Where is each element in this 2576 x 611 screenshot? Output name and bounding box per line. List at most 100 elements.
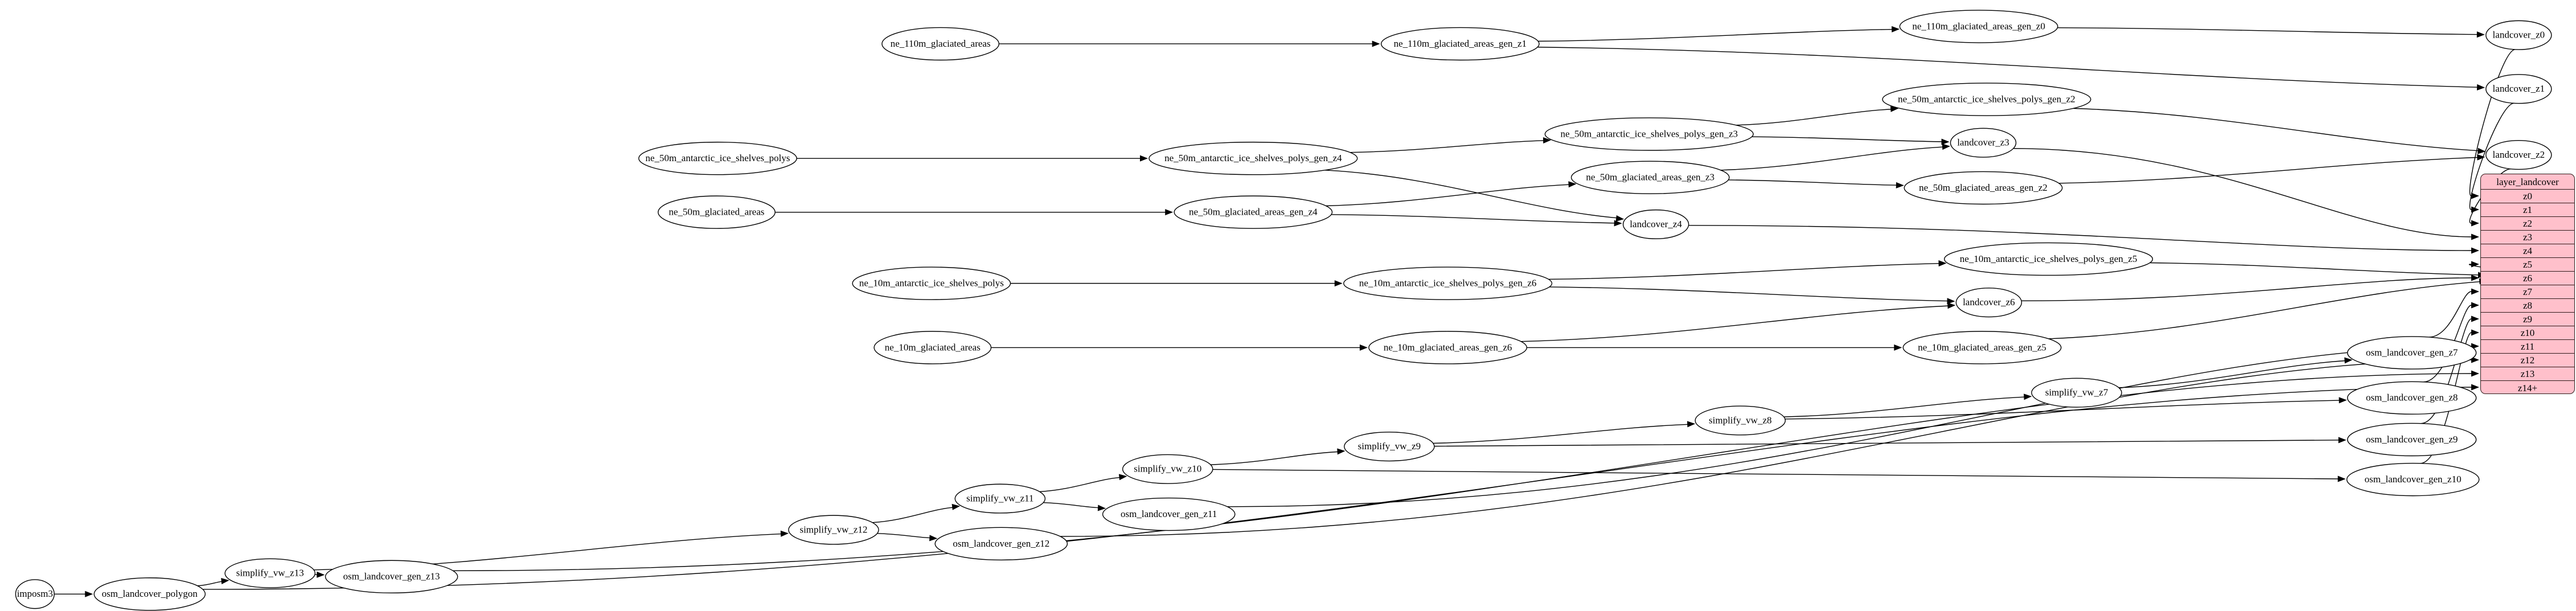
node-simplify_vw_z13[interactable]: simplify_vw_z13 <box>224 558 316 588</box>
node-ellipse <box>1882 83 2091 116</box>
edge-ne_10m_glaciated_areas_gen_z5-to-landcover_z5 <box>2048 281 2480 339</box>
node-ne_50m_glaciated_areas_gen_z3[interactable]: ne_50m_glaciated_areas_gen_z3 <box>1570 161 1730 194</box>
edge-arrowhead <box>1337 448 1346 455</box>
node-ne_10m_antarctic_ice_shelves_polys_gen_z5[interactable]: ne_10m_antarctic_ice_shelves_polys_gen_z… <box>1944 242 2153 276</box>
node-ne_110m_glaciated_areas_gen_z1[interactable]: ne_110m_glaciated_areas_gen_z1 <box>1380 27 1540 61</box>
record-row-z13[interactable]: z13 <box>2481 367 2574 381</box>
edge-arrowhead <box>1543 137 1552 144</box>
node-simplify_vw_z10[interactable]: simplify_vw_z10 <box>1122 454 1213 484</box>
edge-landcover_z6-to-record-z6 <box>2021 277 2472 301</box>
node-ne_50m_glaciated_areas_gen_z2[interactable]: ne_50m_glaciated_areas_gen_z2 <box>1904 171 2063 205</box>
node-imposm3[interactable]: imposm3 <box>15 579 55 609</box>
node-osm_landcover_polygon[interactable]: osm_landcover_polygon <box>93 577 206 611</box>
node-landcover_z0[interactable]: landcover_z0 <box>2485 20 2552 50</box>
node-simplify_vw_z7[interactable]: simplify_vw_z7 <box>2031 378 2122 408</box>
edge-landcover_z3-to-record-z3 <box>2013 148 2472 237</box>
record-row-z4[interactable]: z4 <box>2481 244 2574 258</box>
node-ellipse <box>638 141 797 175</box>
record-row-z8[interactable]: z8 <box>2481 299 2574 313</box>
record-row-z5[interactable]: z5 <box>2481 258 2574 272</box>
node-simplify_vw_z9[interactable]: simplify_vw_z9 <box>1344 432 1435 462</box>
node-ne_10m_antarctic_ice_shelves_polys_gen_z6[interactable]: ne_10m_antarctic_ice_shelves_polys_gen_z… <box>1343 266 1553 300</box>
node-landcover_z1[interactable]: landcover_z1 <box>2485 74 2552 104</box>
edge-arrowhead <box>2471 356 2479 363</box>
node-ellipse <box>2346 462 2480 497</box>
record-row-z10[interactable]: z10 <box>2481 326 2574 340</box>
node-ne_110m_glaciated_areas_gen_z0[interactable]: ne_110m_glaciated_areas_gen_z0 <box>1899 10 2058 43</box>
record-row-z7[interactable]: z7 <box>2481 285 2574 299</box>
node-ne_50m_antarctic_ice_shelves_polys[interactable]: ne_50m_antarctic_ice_shelves_polys <box>638 141 797 175</box>
node-ellipse <box>1899 10 2058 43</box>
node-label: osm_landcover_gen_z8 <box>2366 392 2458 403</box>
edge-arrowhead <box>2471 315 2479 322</box>
edge-arrowhead <box>2477 154 2485 161</box>
node-label: osm_landcover_gen_z9 <box>2366 434 2458 445</box>
edge-arrowhead <box>2476 84 2485 91</box>
node-ellipse <box>2031 378 2122 408</box>
node-landcover_z2[interactable]: landcover_z2 <box>2485 140 2552 170</box>
edge-arrowhead <box>1568 181 1577 188</box>
node-osm_landcover_gen_z11[interactable]: osm_landcover_gen_z11 <box>1102 497 1236 531</box>
node-ellipse <box>224 558 316 588</box>
node-label: simplify_vw_z9 <box>1358 441 1421 452</box>
node-label: osm_landcover_polygon <box>102 588 198 599</box>
node-ellipse <box>1902 331 2062 364</box>
record-row-z0[interactable]: z0 <box>2481 190 2574 203</box>
edge-ne_110m_glaciated_areas_gen_z0-to-landcover_z0 <box>2057 27 2477 35</box>
node-label: simplify_vw_z12 <box>799 524 867 535</box>
edge-arrowhead <box>1896 182 1904 188</box>
node-label: simplify_vw_z7 <box>2045 387 2109 398</box>
edge-osm_landcover_polygon-to-record-z14+ <box>203 387 2472 590</box>
node-ne_10m_glaciated_areas[interactable]: ne_10m_glaciated_areas <box>873 331 992 364</box>
record-row-z9[interactable]: z9 <box>2481 313 2574 326</box>
node-label: imposm3 <box>17 588 53 599</box>
edge-simplify_vw_z12-to-simplify_vw_z11 <box>872 507 953 523</box>
node-ellipse <box>325 560 458 594</box>
edge-arrowhead <box>2471 261 2479 268</box>
node-osm_landcover_gen_z8[interactable]: osm_landcover_gen_z8 <box>2347 381 2477 415</box>
node-ne_10m_glaciated_areas_gen_z6[interactable]: ne_10m_glaciated_areas_gen_z6 <box>1368 331 1528 364</box>
record-row-z2[interactable]: z2 <box>2481 217 2574 231</box>
node-ne_10m_antarctic_ice_shelves_polys[interactable]: ne_10m_antarctic_ice_shelves_polys <box>852 266 1011 300</box>
node-osm_landcover_gen_z13[interactable]: osm_landcover_gen_z13 <box>325 560 458 594</box>
node-ellipse <box>1544 117 1754 151</box>
record-row-z3[interactable]: z3 <box>2481 231 2574 244</box>
record-row-z14plus[interactable]: z14+ <box>2517 382 2538 393</box>
node-osm_landcover_gen_z10[interactable]: osm_landcover_gen_z10 <box>2346 462 2480 497</box>
node-osm_landcover_gen_z9[interactable]: osm_landcover_gen_z9 <box>2347 423 2477 457</box>
edge-arrowhead <box>1614 220 1622 227</box>
node-ne_50m_antarctic_ice_shelves_polys_gen_z2[interactable]: ne_50m_antarctic_ice_shelves_polys_gen_z… <box>1882 83 2091 116</box>
node-simplify_vw_z11[interactable]: simplify_vw_z11 <box>954 483 1046 514</box>
record-row-z12[interactable]: z12 <box>2481 354 2574 367</box>
node-ne_50m_glaciated_areas_gen_z4[interactable]: ne_50m_glaciated_areas_gen_z4 <box>1174 195 1333 229</box>
record-row-z6[interactable]: z6 <box>2481 272 2574 285</box>
node-label: ne_50m_glaciated_areas <box>668 207 764 218</box>
node-landcover_z6[interactable]: landcover_z6 <box>1955 288 2023 318</box>
node-label: ne_50m_antarctic_ice_shelves_polys_gen_z… <box>1164 153 1342 163</box>
node-simplify_vw_z12[interactable]: simplify_vw_z12 <box>788 515 879 545</box>
node-ellipse <box>788 515 879 545</box>
node-osm_landcover_gen_z12[interactable]: osm_landcover_gen_z12 <box>934 527 1068 561</box>
edge-arrowhead <box>1938 260 1947 267</box>
node-label: ne_50m_antarctic_ice_shelves_polys <box>646 153 790 163</box>
node-label: landcover_z4 <box>1630 219 1682 229</box>
node-label: ne_10m_glaciated_areas_gen_z6 <box>1384 342 1512 352</box>
record-row-z11[interactable]: z11 <box>2481 340 2574 354</box>
node-ne_50m_antarctic_ice_shelves_polys_gen_z3[interactable]: ne_50m_antarctic_ice_shelves_polys_gen_z… <box>1544 117 1754 151</box>
record-row-z1[interactable]: z1 <box>2481 203 2574 217</box>
node-landcover_z4[interactable]: landcover_z4 <box>1622 209 1689 240</box>
node-ne_110m_glaciated_areas[interactable]: ne_110m_glaciated_areas <box>881 27 1000 61</box>
node-ellipse <box>1148 141 1358 175</box>
node-ne_50m_glaciated_areas[interactable]: ne_50m_glaciated_areas <box>658 195 776 229</box>
node-ellipse <box>1695 405 1786 436</box>
node-ne_10m_glaciated_areas_gen_z5[interactable]: ne_10m_glaciated_areas_gen_z5 <box>1902 331 2062 364</box>
node-osm_landcover_gen_z7[interactable]: osm_landcover_gen_z7 <box>2347 336 2477 370</box>
node-simplify_vw_z8[interactable]: simplify_vw_z8 <box>1695 405 1786 436</box>
edge-simplify_vw_z10-to-osm_landcover_gen_z10 <box>1212 469 2339 479</box>
node-ne_50m_antarctic_ice_shelves_polys_gen_z4[interactable]: ne_50m_antarctic_ice_shelves_polys_gen_z… <box>1148 141 1358 175</box>
node-landcover_z3[interactable]: landcover_z3 <box>1950 128 2017 158</box>
edge-ne_50m_antarctic_ice_shelves_polys_gen_z3-to-ne_50m_antarctic_ice_shelves_polys_gen_z2 <box>1736 109 1892 126</box>
edge-osm_landcover_gen_z12-to-record-z12 <box>1060 359 2472 537</box>
